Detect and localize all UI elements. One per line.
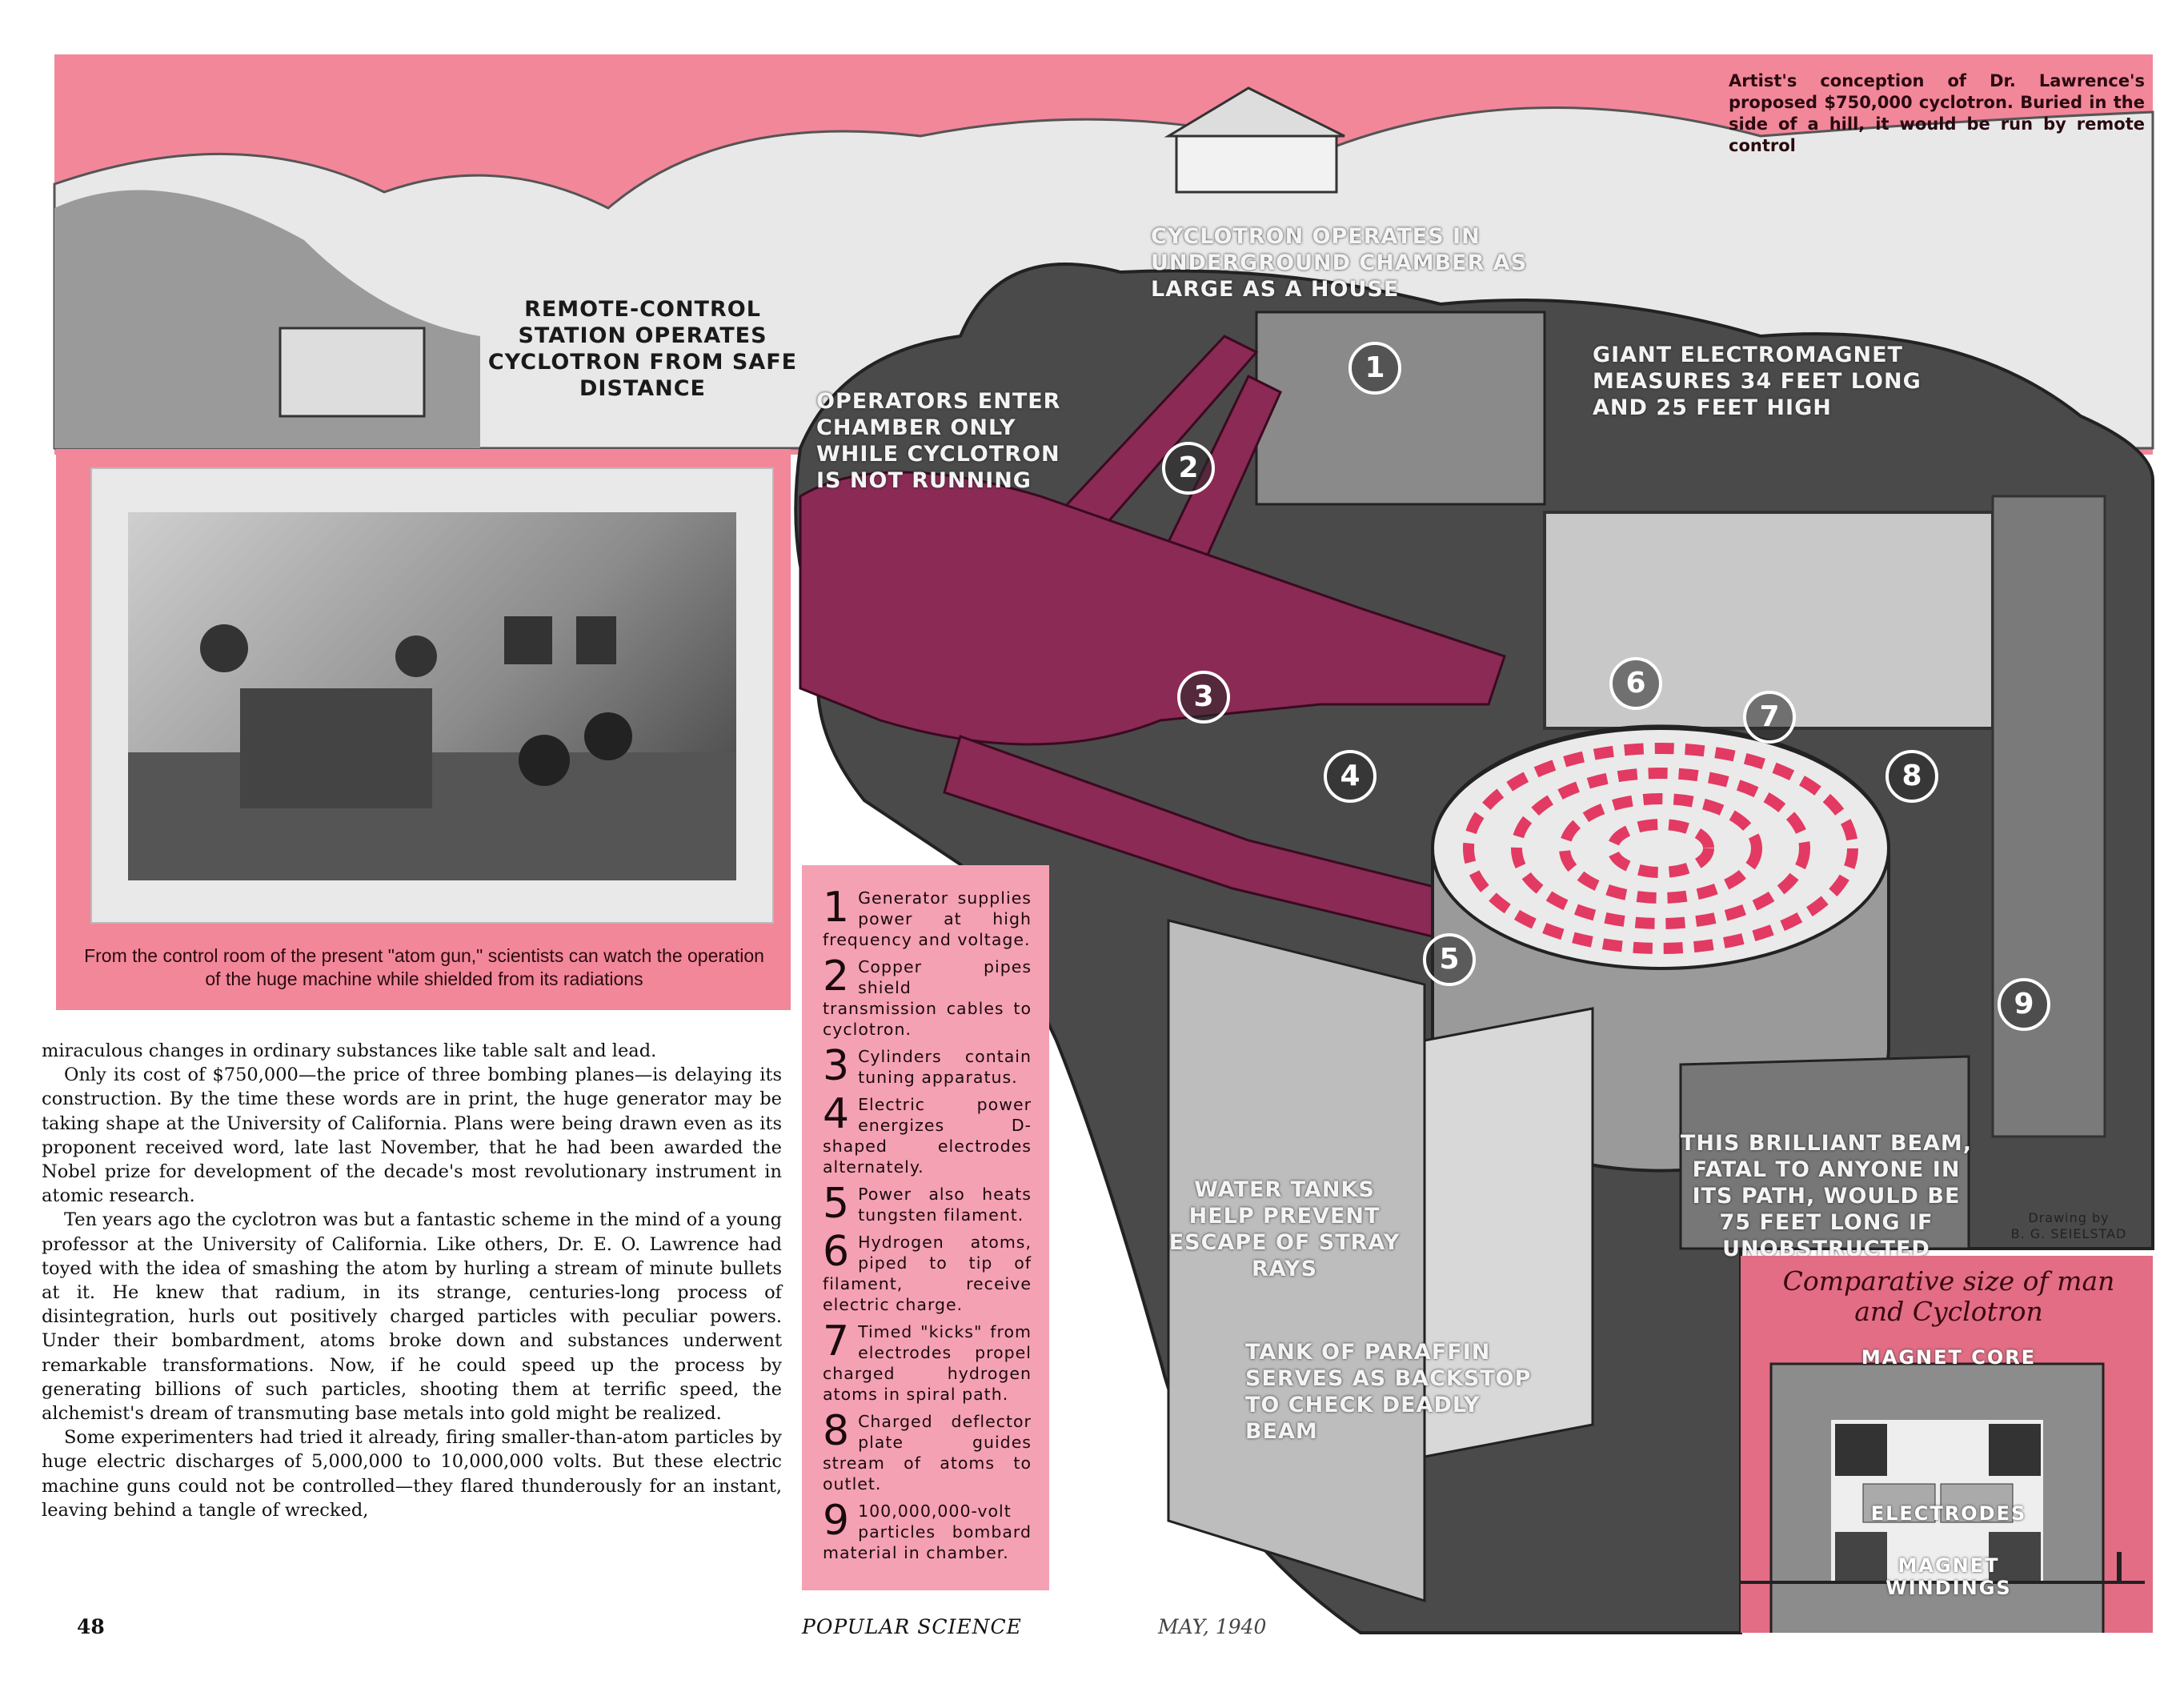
remote-station-house [279,327,426,418]
legend-number: 2 [823,952,851,1000]
label-magnet-windings: MAGNET WINDINGS [1873,1554,2025,1599]
legend-text: Hydrogen atoms, piped to tip of filament… [823,1233,1032,1314]
drawing-credit: Drawing by B. G. SEIELSTAD [1993,1210,2145,1242]
comparison-title-line: Comparative size of man [1782,1265,2115,1297]
issue-date: MAY, 1940 [1158,1615,1267,1638]
legend-text: Copper pipes shield transmission cables … [823,957,1032,1039]
comparison-diagram [1741,1362,2145,1633]
page-number: 48 [77,1615,105,1638]
spiral-path [1463,743,1858,954]
control-room-photo [128,512,736,880]
article-body: miraculous changes in ordinary substance… [42,1039,782,1522]
legend-text: Power also heats tungsten filament. [858,1185,1032,1225]
paragraph: miraculous changes in ordinary substance… [42,1040,657,1061]
comparison-title-line: and Cyclotron [1854,1296,2043,1327]
backstop-block [1679,1055,1970,1250]
man-figure [2117,1552,2122,1582]
comparison-title: Comparative size of man and Cyclotron [1749,1266,2149,1327]
legend-number: 3 [823,1042,851,1090]
callout-1: 1 [1348,342,1401,395]
credit-line: Drawing by [2028,1210,2110,1225]
generator-box [1255,311,1546,506]
scientists-photo-image [128,616,736,880]
label-magnet-core: MAGNET CORE [1861,1346,2037,1369]
legend-text: Charged deflector plate guides stream of… [823,1412,1032,1493]
legend-number: 4 [823,1090,851,1138]
callout-4: 4 [1324,750,1377,803]
magnet-frame [1991,495,2106,1138]
label-underground-chamber: Cyclotron operates in underground chambe… [1151,224,1528,302]
callout-2: 2 [1162,442,1215,495]
label-paraffin-tank: Tank of paraffin serves as backstop to c… [1245,1340,1532,1444]
paragraph: Some experimenters had tried it already,… [42,1427,782,1521]
water-tank [1167,919,1426,1603]
legend-text: Generator supplies power at high frequen… [823,888,1032,949]
legend-number: 7 [823,1317,851,1365]
magazine-name: POPULAR SCIENCE [802,1615,1022,1638]
cyclotron-top [1431,727,1890,970]
windings-line: WINDINGS [1885,1577,2012,1599]
photo-caption: From the control room of the present "at… [84,945,764,989]
hilltop-hut [1175,134,1338,194]
legend-number: 8 [823,1407,851,1455]
label-operators: Operators enter chamber only while cyclo… [816,389,1061,493]
label-beam: This brilliant beam, fatal to anyone in … [1680,1131,1973,1261]
callout-9: 9 [1998,978,2050,1031]
callout-7: 7 [1743,691,1796,744]
windings-line: MAGNET [1897,1554,2000,1577]
legend-text: Cylinders contain tuning apparatus. [858,1047,1032,1087]
callout-3: 3 [1177,671,1230,724]
artist-name: B. G. SEIELSTAD [2010,1226,2127,1241]
label-remote-station: Remote-control station operates cyclotro… [487,297,798,401]
legend-number: 1 [823,884,851,932]
legend-text: 100,000,000-volt particles bombard mater… [823,1502,1032,1562]
callout-8: 8 [1885,750,1938,803]
callout-6: 6 [1609,657,1662,710]
label-electrodes: ELECTRODES [1870,1502,2027,1525]
label-electromagnet: Giant electromagnet measures 34 feet lon… [1593,343,1922,420]
illustration-caption: Artist's conception of Dr. Lawrence's pr… [1729,71,2145,155]
paragraph: Only its cost of $750,000—the price of t… [42,1064,782,1207]
callout-5: 5 [1423,933,1476,986]
paraffin-tank [1423,1007,1594,1458]
legend-number: 5 [823,1180,851,1228]
paragraph: Ten years ago the cyclotron was but a fa… [42,1209,782,1425]
legend-number: 9 [823,1497,851,1545]
legend-text: Electric power energizes D-shaped electr… [823,1095,1032,1177]
label-water-tanks: Water tanks help prevent escape of stray… [1168,1177,1401,1281]
legend-number: 6 [823,1228,851,1276]
legend-text: Timed "kicks" from electrodes propel cha… [823,1322,1032,1404]
